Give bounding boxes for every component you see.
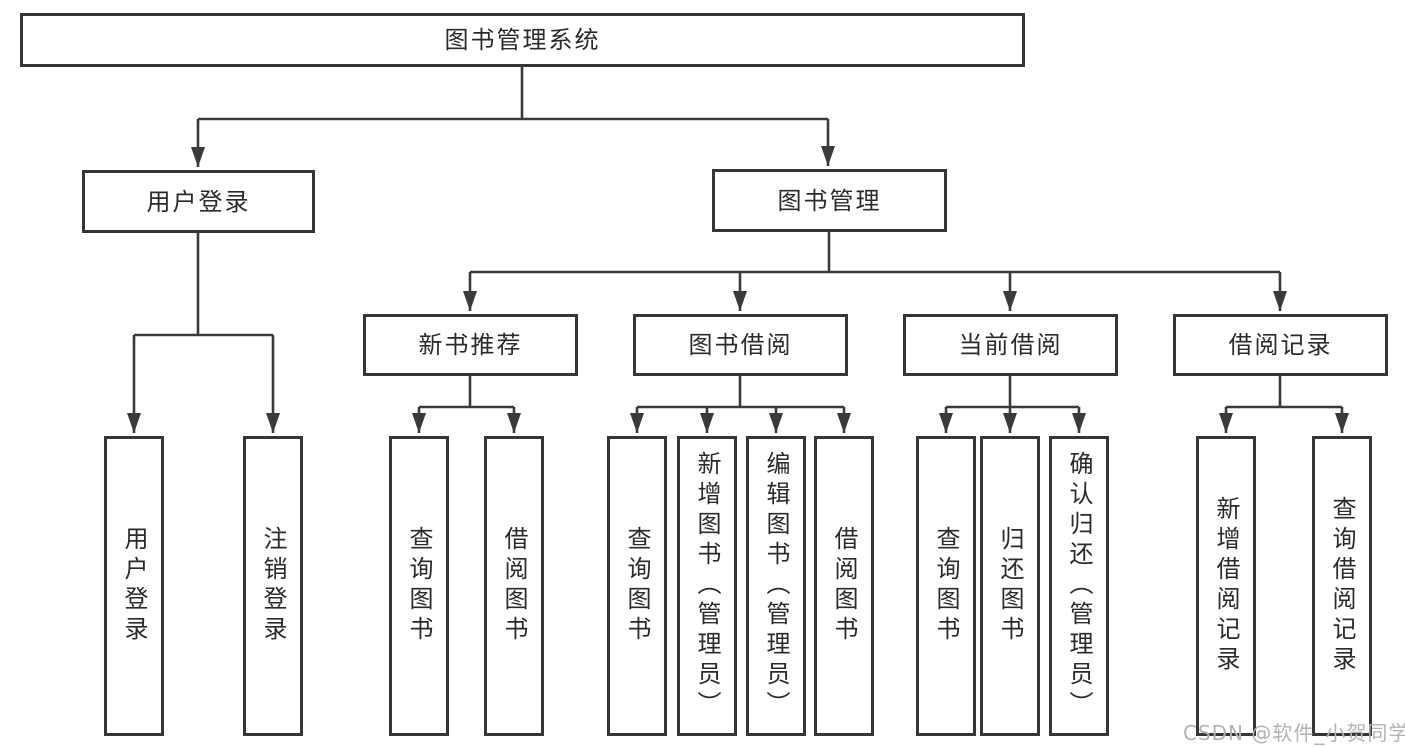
node-label: 借阅图书 (830, 526, 858, 646)
node-label: 确认归还（管理员） (1065, 451, 1093, 721)
node-label: 注销登录 (259, 526, 287, 646)
node-label: 图书管理 (777, 186, 882, 215)
node-label: 用户登录 (120, 526, 148, 646)
node-label: 用户登录 (146, 187, 251, 216)
node-book-borrow: 图书借阅 (633, 314, 848, 376)
node-label: 查询图书 (623, 526, 651, 646)
node-new-book-recommend: 新书推荐 (363, 314, 578, 376)
node-borrow-records: 借阅记录 (1173, 314, 1388, 376)
node-label: 查询图书 (405, 526, 433, 646)
node-library-management-system: 图书管理系统 (20, 13, 1025, 67)
csdn-watermark: CSDN @软件_小贺同学 (1183, 721, 1405, 745)
leaf-query-books-recommend: 查询图书 (389, 436, 449, 736)
node-label: 归还图书 (996, 526, 1024, 646)
leaf-borrow-books: 借阅图书 (814, 436, 874, 736)
node-label: 新增图书（管理员） (693, 451, 721, 721)
node-label: 图书管理系统 (444, 26, 601, 54)
node-label: 借阅图书 (500, 526, 528, 646)
node-user-login: 用户登录 (82, 170, 315, 233)
node-label: 查询借阅记录 (1328, 496, 1356, 676)
leaf-return-books: 归还图书 (980, 436, 1040, 736)
leaf-query-books-borrow: 查询图书 (607, 436, 667, 736)
leaf-query-books-current: 查询图书 (916, 436, 976, 736)
leaf-logout: 注销登录 (243, 436, 303, 736)
leaf-user-login: 用户登录 (104, 436, 164, 736)
node-label: 当前借阅 (958, 331, 1063, 359)
node-label: 图书借阅 (688, 331, 793, 359)
leaf-add-borrow-record: 新增借阅记录 (1196, 436, 1256, 736)
node-current-borrow: 当前借阅 (903, 314, 1118, 376)
node-label: 新书推荐 (418, 331, 523, 359)
node-label: 查询图书 (932, 526, 960, 646)
node-label: 编辑图书（管理员） (762, 451, 790, 721)
leaf-add-book-admin: 新增图书（管理员） (677, 436, 737, 736)
leaf-edit-book-admin: 编辑图书（管理员） (746, 436, 806, 736)
leaf-confirm-return-admin: 确认归还（管理员） (1049, 436, 1109, 736)
leaf-query-borrow-record: 查询借阅记录 (1312, 436, 1372, 736)
node-label: 新增借阅记录 (1212, 496, 1240, 676)
node-book-management: 图书管理 (712, 169, 947, 232)
leaf-borrow-books-recommend: 借阅图书 (484, 436, 544, 736)
node-label: 借阅记录 (1228, 331, 1333, 359)
